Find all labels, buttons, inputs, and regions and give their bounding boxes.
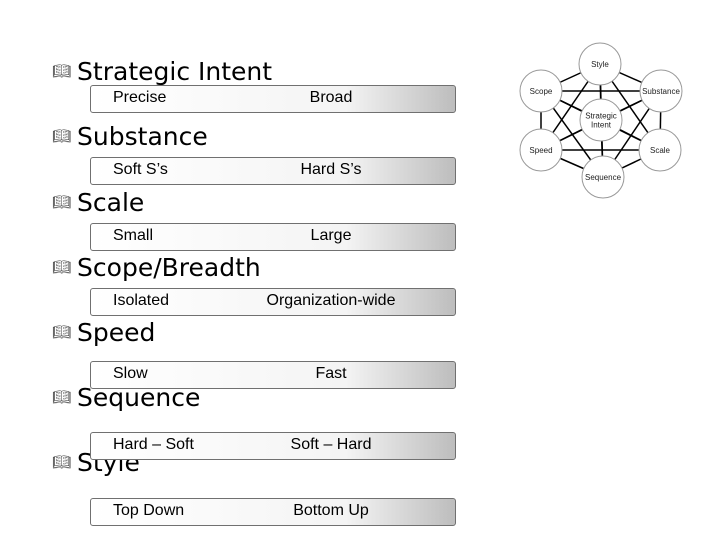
bar-left-label: Hard – Soft [113,436,194,453]
bar-right-label: Organization-wide [266,292,396,309]
sequence-node [581,155,625,199]
bar-left-label: Precise [113,89,167,106]
bullet-icon: 📖︎ [52,259,72,276]
scope-node [519,69,563,113]
bar-right-label: Soft – Hard [290,436,372,453]
style-node-label: Style [591,60,609,69]
bar-left-label: Small [113,227,154,244]
range-bar-small-large: Small Large [90,223,456,251]
bullet-icon: 📖︎ [52,324,72,341]
bullet-icon: 📖︎ [52,63,72,80]
bullet-icon: 📖︎ [52,194,72,211]
strategic-intent-node-label: Intent [591,121,612,130]
range-bar-slow-fast: Slow Fast [90,361,456,389]
bullet-icon: 📖︎ [52,128,72,145]
bar-left-label: Slow [113,365,148,382]
bar-right-label: Bottom Up [293,502,369,519]
speed-node-label: Speed [529,146,552,155]
strategic-intent-node-label: Strategic [585,112,617,121]
bar-right-label: Hard S’s [300,161,362,178]
heading-substance: 📖︎Substance [52,122,208,151]
range-bar-soft-hard: Soft S’s Hard S’s [90,157,456,185]
heading-speed: 📖︎Speed [52,318,156,347]
bullet-icon: 📖︎ [52,454,72,471]
bar-left-label: Isolated [113,292,170,309]
heading-scope-breadth: 📖︎Scope/Breadth [52,253,261,282]
scale-node [638,128,682,172]
substance-node-label: Substance [642,87,680,96]
sequence-node-label: Sequence [585,173,622,182]
bar-right-label: Fast [315,365,347,382]
speed-node [519,128,563,172]
range-bar-topdown-bottomup: Top Down Bottom Up [90,498,456,526]
substance-node [639,69,683,113]
bar-right-label: Broad [309,89,353,106]
strategic-intent-node [579,98,623,142]
range-bar-precise-broad: Precise Broad [90,85,456,113]
bar-left-label: Top Down [113,502,185,519]
range-bar-hardsoft-softhard: Hard – Soft Soft – Hard [90,432,456,460]
scope-node-label: Scope [530,87,553,96]
range-bar-isolated-orgwide: Isolated Organization-wide [90,288,456,316]
heading-strategic-intent: 📖︎Strategic Intent [52,57,273,86]
bullet-icon: 📖︎ [52,389,72,406]
style-node [578,42,622,86]
scale-node-label: Scale [650,146,671,155]
heading-scale: 📖︎Scale [52,188,145,217]
bar-right-label: Large [310,227,352,244]
bar-left-label: Soft S’s [113,161,168,178]
